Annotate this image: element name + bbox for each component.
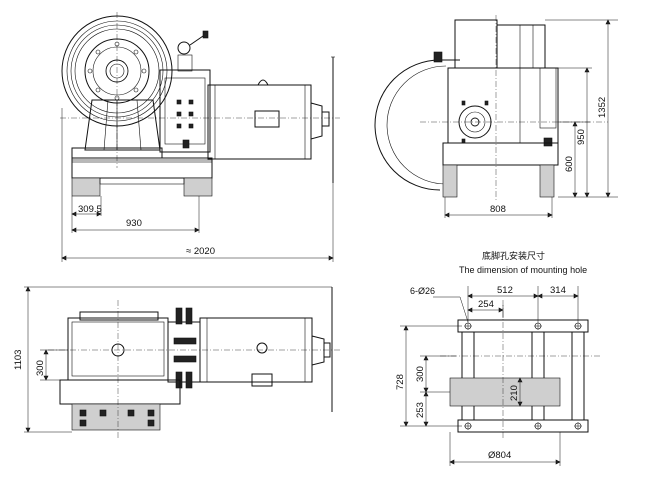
dim-600: 600 <box>564 156 575 172</box>
dim-300-hole: 300 <box>415 366 426 382</box>
dim-253: 253 <box>415 402 426 418</box>
top-view: 1103 300 <box>13 286 340 440</box>
dim-728: 728 <box>395 374 406 390</box>
dim-1352: 1352 <box>597 97 608 118</box>
dim-930: 930 <box>126 218 142 229</box>
dim-804: Ø804 <box>488 450 511 461</box>
dim-512: 512 <box>497 285 513 296</box>
hole-count-label: 6-Ø26 <box>410 286 435 296</box>
mounting-title-en: The dimension of mounting hole <box>459 265 587 275</box>
dim-808: 808 <box>490 204 506 215</box>
side-view: 808 600 950 1352 <box>374 15 618 218</box>
mounting-title-cn: 底脚孔安装尺寸 <box>482 250 545 262</box>
dim-254: 254 <box>478 299 494 310</box>
dim-950: 950 <box>576 129 587 145</box>
dim-210: 210 <box>509 385 520 401</box>
dim-309-5: 309.5 <box>78 204 102 215</box>
dim-2020: ≈ 2020 <box>186 246 215 257</box>
dim-314: 314 <box>550 285 566 296</box>
front-view: 309.5 930 ≈ 2020 <box>60 12 340 262</box>
dim-1103: 1103 <box>13 350 24 370</box>
dim-300-top: 300 <box>35 360 46 376</box>
mounting-hole-plan: 底脚孔安装尺寸 The dimension of mounting hole 6… <box>395 250 600 466</box>
